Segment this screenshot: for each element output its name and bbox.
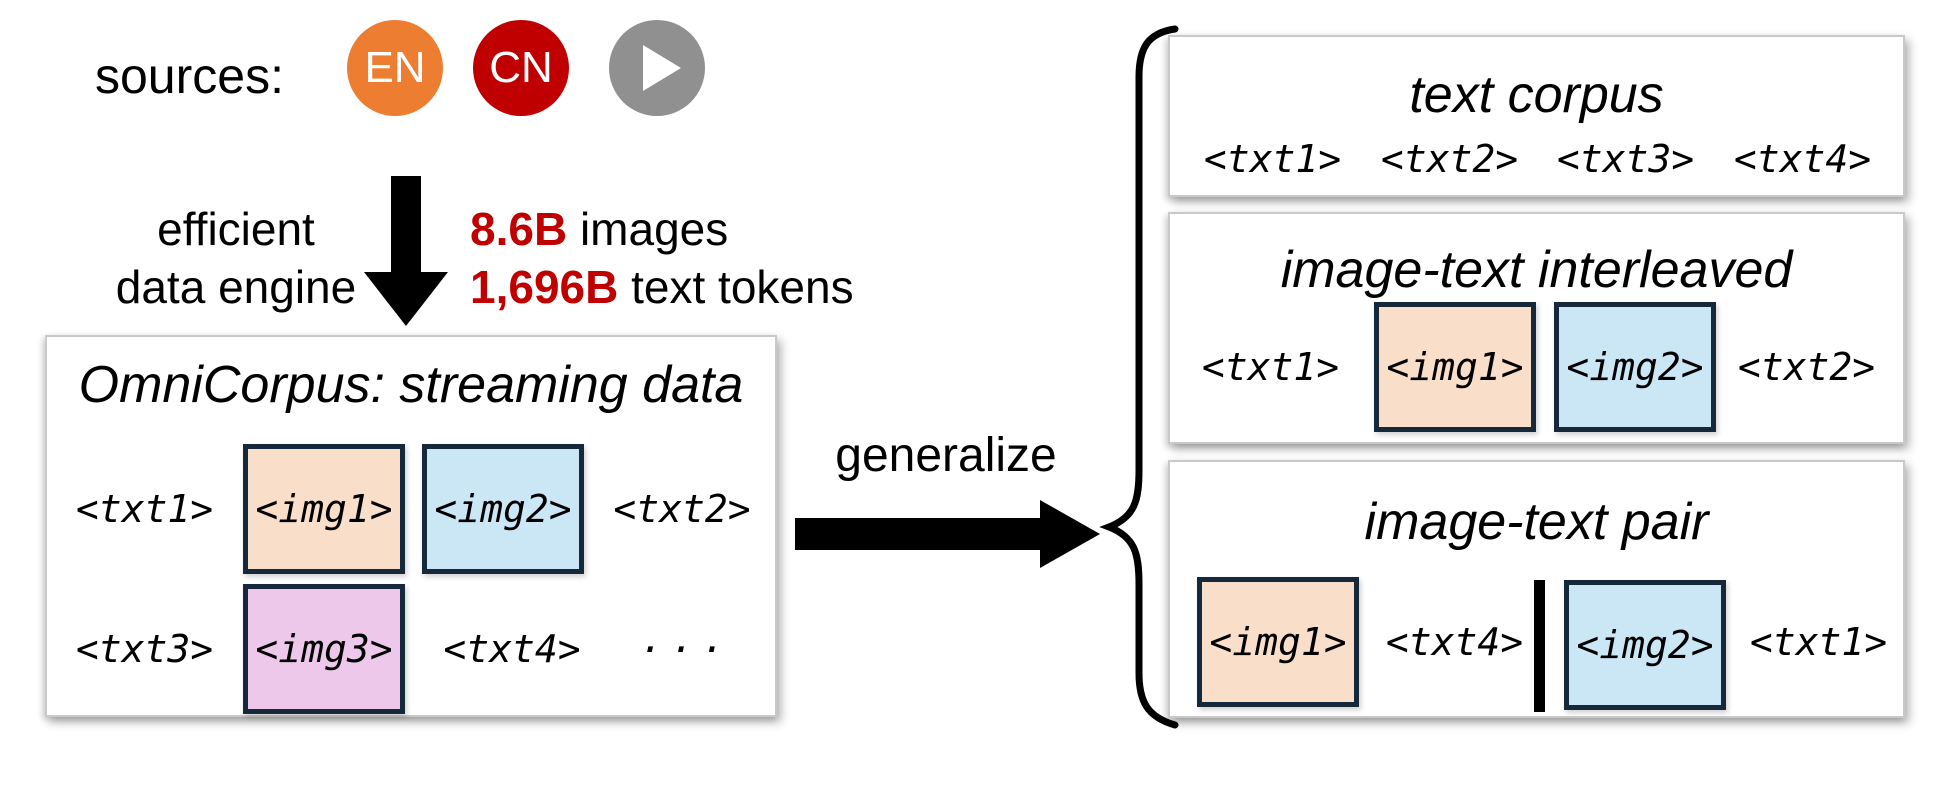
play-icon	[643, 45, 681, 91]
image-token-box-img3: <img3>	[243, 584, 405, 714]
pair-panel: image-text pair <img1> <txt4> <img2> <tx…	[1168, 460, 1905, 718]
token-img1: <img1>	[1386, 345, 1524, 389]
token-img1: <img1>	[1209, 620, 1347, 664]
image-token-box-img1: <img1>	[1374, 302, 1536, 432]
token-txt3: <txt3>	[75, 627, 214, 671]
interleaved-title: image-text interleaved	[1280, 241, 1793, 299]
source-badge-video	[609, 20, 705, 116]
ellipsis-token: ...	[640, 617, 734, 661]
stat-images: 8.6B images	[470, 200, 854, 258]
down-arrow-head	[364, 272, 448, 326]
token-txt2: <txt2>	[1380, 137, 1519, 181]
data-engine-label-line2: data engine	[115, 261, 357, 313]
token-img2: <img2>	[434, 487, 572, 531]
text-corpus-title: text corpus	[1409, 66, 1664, 124]
token-txt3: <txt3>	[1556, 137, 1695, 181]
stat-tokens-value: 1,696B	[470, 261, 619, 313]
data-engine-label: efficient data engine	[100, 200, 372, 316]
image-token-box-img2: <img2>	[1554, 302, 1716, 432]
sources-label: sources:	[95, 48, 284, 104]
token-txt4: <txt4>	[1385, 620, 1524, 664]
interleaved-panel: image-text interleaved <txt1> <img1> <im…	[1168, 212, 1905, 444]
pair-title: image-text pair	[1364, 493, 1709, 551]
generalize-arrow-shaft	[795, 518, 1041, 550]
token-txt1: <txt1>	[1749, 620, 1888, 664]
source-badge-en-label: EN	[364, 43, 426, 92]
generalize-label: generalize	[835, 429, 1057, 482]
token-txt1: <txt1>	[1203, 137, 1342, 181]
token-txt2: <txt2>	[1737, 345, 1876, 389]
pair-separator-bar	[1534, 580, 1545, 712]
token-txt4: <txt4>	[1733, 137, 1872, 181]
stat-tokens: 1,696B text tokens	[470, 258, 854, 316]
source-badge-en: EN	[347, 20, 443, 116]
dataset-stats: 8.6B images 1,696B text tokens	[470, 200, 854, 316]
stat-tokens-suffix: text tokens	[618, 261, 854, 313]
image-token-box-img2: <img2>	[1564, 580, 1726, 710]
token-img1: <img1>	[255, 487, 393, 531]
token-img2: <img2>	[1576, 623, 1714, 667]
data-engine-label-line1: efficient	[157, 203, 315, 255]
image-token-box-img2: <img2>	[422, 444, 584, 574]
generalize-arrow-head	[1040, 500, 1100, 568]
stat-images-suffix: images	[567, 203, 729, 255]
image-token-box-img1: <img1>	[1197, 577, 1359, 707]
token-txt1: <txt1>	[75, 487, 214, 531]
token-img3: <img3>	[255, 627, 393, 671]
token-img2: <img2>	[1566, 345, 1704, 389]
token-txt2: <txt2>	[613, 487, 751, 531]
curly-brace	[1099, 25, 1179, 729]
image-token-box-img1: <img1>	[243, 444, 405, 574]
source-badge-cn-label: CN	[489, 43, 553, 92]
token-txt4: <txt4>	[443, 627, 581, 671]
omnicorpus-title: OmniCorpus: streaming data	[78, 356, 744, 414]
stat-images-value: 8.6B	[470, 203, 568, 255]
source-badge-cn: CN	[473, 20, 569, 116]
down-arrow-shaft	[391, 176, 421, 273]
token-txt1: <txt1>	[1201, 345, 1340, 389]
omnicorpus-panel: OmniCorpus: streaming data <txt1> <img1>…	[45, 335, 777, 717]
text-corpus-panel: text corpus <txt1> <txt2> <txt3> <txt4>	[1168, 35, 1905, 197]
